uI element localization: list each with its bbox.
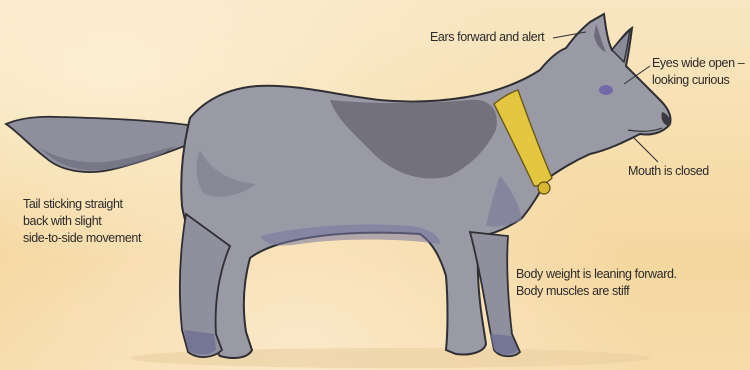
tail-text-line2: back with slight — [23, 213, 141, 230]
tail-text-line3: side-to-side movement — [23, 230, 141, 247]
mouth-label: Mouth is closed — [628, 163, 709, 180]
eyes-text-line2: looking curious — [652, 72, 744, 89]
collar-tag — [538, 182, 550, 194]
mouth-leader-line — [634, 138, 658, 162]
body-text-line1: Body weight is leaning forward. — [516, 266, 677, 283]
eyes-text-line1: Eyes wide open – — [652, 55, 744, 72]
mouth-text: Mouth is closed — [628, 164, 709, 178]
tail-label: Tail sticking straight back with slight … — [23, 196, 141, 247]
dog-body — [181, 14, 670, 358]
body-label: Body weight is leaning forward. Body mus… — [516, 266, 677, 300]
eye — [599, 85, 613, 95]
ears-label: Ears forward and alert — [430, 29, 544, 46]
ears-text: Ears forward and alert — [430, 30, 544, 44]
body-text-line2: Body muscles are stiff — [516, 283, 677, 300]
tail-text-line1: Tail sticking straight — [23, 196, 141, 213]
eyes-label: Eyes wide open – looking curious — [652, 55, 744, 89]
